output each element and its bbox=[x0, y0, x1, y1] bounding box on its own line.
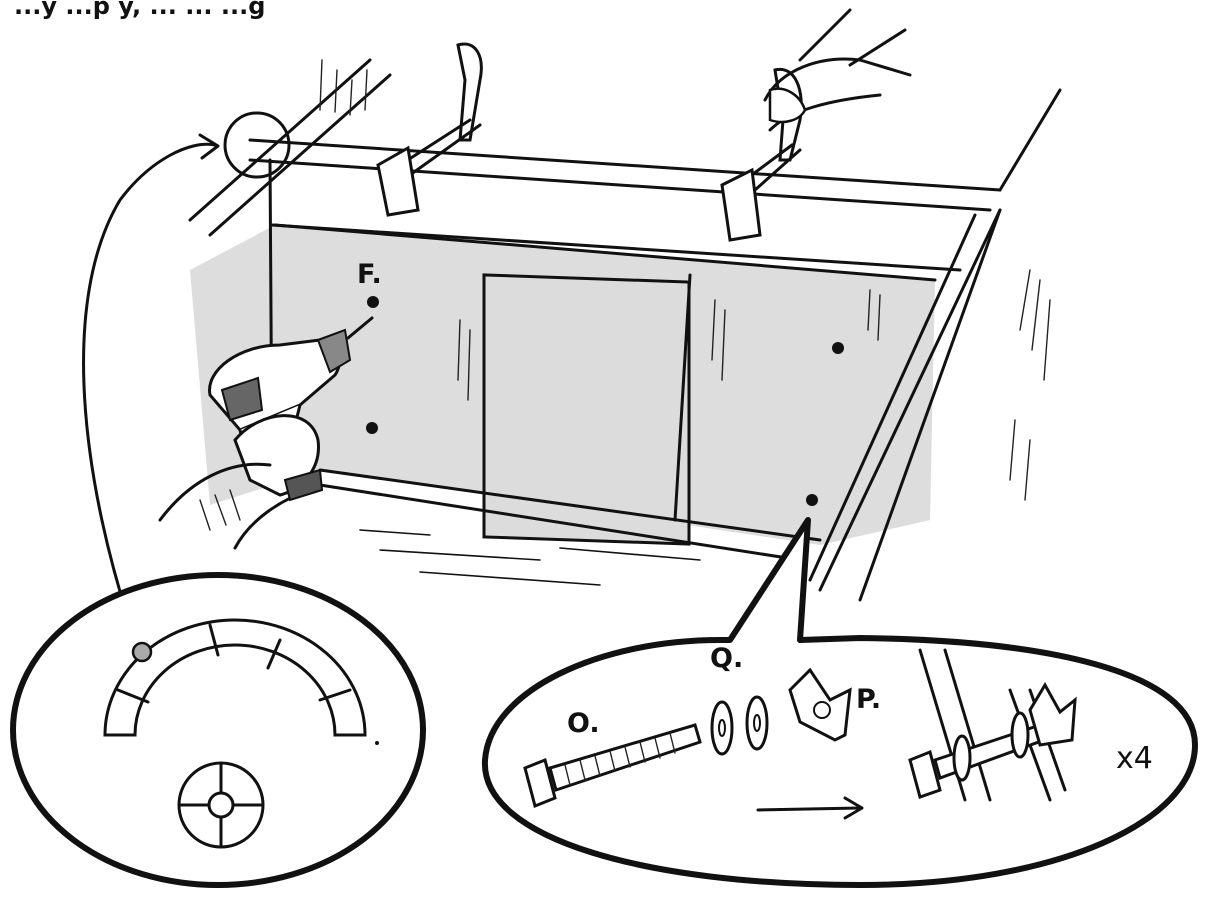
magnify-circle bbox=[225, 113, 289, 177]
caption-fragment: ...y ...p y, ... ... ...g bbox=[14, 0, 265, 20]
hardware-callout-right bbox=[485, 520, 1195, 885]
hole-top-left bbox=[367, 296, 379, 308]
label-q: Q. bbox=[710, 643, 743, 674]
pointer-curve bbox=[84, 144, 215, 645]
cabinet-box bbox=[190, 60, 1060, 600]
label-f: F. bbox=[357, 259, 382, 290]
label-p: P. bbox=[856, 684, 881, 715]
hole-bottom-right bbox=[806, 494, 818, 506]
hole-top-right bbox=[832, 342, 844, 354]
arrow-icon bbox=[200, 135, 218, 158]
clamp-icon bbox=[378, 44, 481, 215]
crosshair-wheel-icon bbox=[179, 763, 263, 847]
quantity-label: x4 bbox=[1116, 741, 1153, 776]
inner-door bbox=[484, 275, 689, 544]
hole-bottom-left bbox=[366, 422, 378, 434]
label-o: O. bbox=[567, 708, 600, 739]
